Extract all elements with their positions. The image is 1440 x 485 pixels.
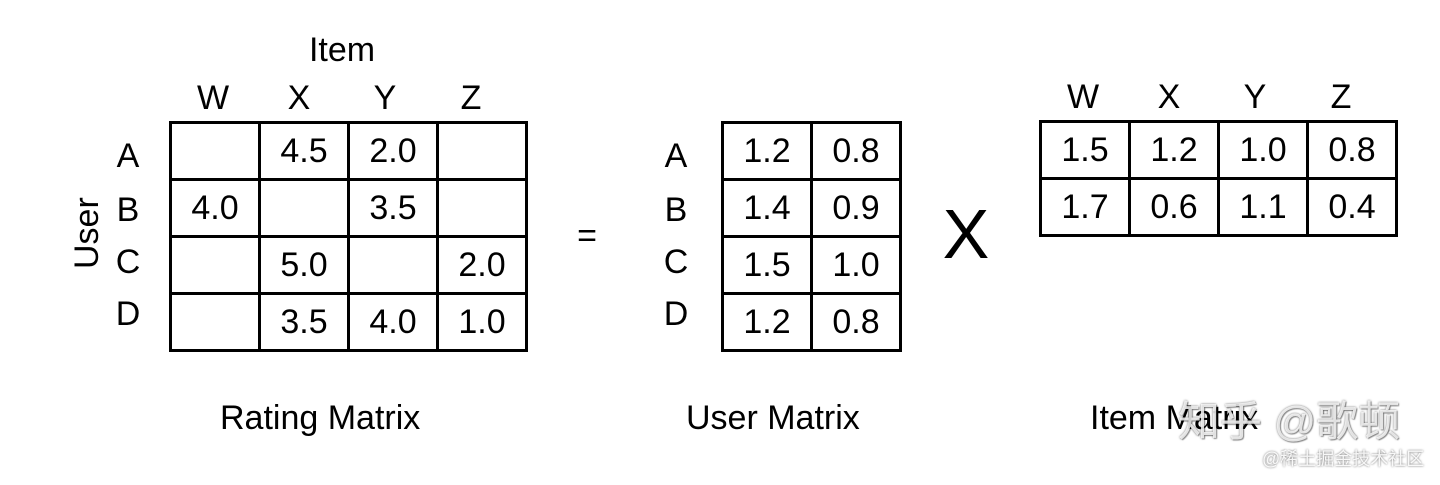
rating-col-header-z: Z (460, 79, 482, 117)
rating-cell-a-y: 2.0 (347, 121, 439, 181)
user-matrix-row-b: 1.4 0.9 (721, 178, 902, 238)
rating-matrix-row-b: 4.0 3.5 (169, 178, 528, 238)
item-col-header-z: Z (1330, 78, 1352, 116)
rating-cell-d-z: 1.0 (436, 292, 528, 352)
equals-sign: = (577, 217, 597, 255)
rating-cell-b-w: 4.0 (169, 178, 261, 238)
user-cell-d-1: 1.2 (721, 292, 813, 352)
rating-cell-a-x: 4.5 (258, 121, 350, 181)
user-axis-title: User (68, 197, 106, 269)
item-matrix-row-2: 1.7 0.6 1.1 0.4 (1039, 177, 1398, 237)
user-cell-d-2: 0.8 (810, 292, 902, 352)
multiply-sign: X (942, 195, 990, 273)
user-row-header-c: C (663, 243, 689, 281)
rating-cell-d-x: 3.5 (258, 292, 350, 352)
rating-cell-d-w (169, 292, 261, 352)
item-cell-2-x: 0.6 (1128, 177, 1220, 237)
user-row-header-a: A (664, 137, 688, 175)
user-matrix-row-c: 1.5 1.0 (721, 235, 902, 295)
user-row-header-d: D (663, 295, 689, 333)
item-matrix-row-1: 1.5 1.2 1.0 0.8 (1039, 120, 1398, 180)
rating-col-header-x: X (287, 79, 311, 117)
rating-matrix-caption: Rating Matrix (220, 399, 421, 437)
rating-col-header-y: Y (373, 79, 397, 117)
watermark-zhihu: 知乎 @歌顿 (1178, 398, 1401, 445)
item-cell-2-y: 1.1 (1217, 177, 1309, 237)
rating-row-header-b: B (116, 191, 140, 229)
rating-row-header-d: D (115, 295, 141, 333)
user-cell-c-2: 1.0 (810, 235, 902, 295)
item-cell-1-y: 1.0 (1217, 120, 1309, 180)
watermark-juejin: @稀土掘金技术社区 (1262, 449, 1425, 469)
item-matrix-caption: Item Matrix (1090, 399, 1259, 437)
rating-matrix-row-c: 5.0 2.0 (169, 235, 528, 295)
user-matrix-caption: User Matrix (686, 399, 860, 437)
rating-matrix-row-d: 3.5 4.0 1.0 (169, 292, 528, 352)
user-cell-b-1: 1.4 (721, 178, 813, 238)
rating-cell-c-w (169, 235, 261, 295)
rating-cell-c-y (347, 235, 439, 295)
rating-row-header-a: A (116, 137, 140, 175)
item-col-header-w: W (1066, 78, 1100, 116)
user-matrix-row-a: 1.2 0.8 (721, 121, 902, 181)
rating-cell-b-x (258, 178, 350, 238)
item-cell-2-z: 0.4 (1306, 177, 1398, 237)
rating-cell-a-z (436, 121, 528, 181)
rating-matrix-row-a: 4.5 2.0 (169, 121, 528, 181)
item-cell-1-z: 0.8 (1306, 120, 1398, 180)
user-cell-a-2: 0.8 (810, 121, 902, 181)
user-matrix-row-d: 1.2 0.8 (721, 292, 902, 352)
user-row-header-b: B (664, 191, 688, 229)
user-cell-a-1: 1.2 (721, 121, 813, 181)
item-col-header-y: Y (1243, 78, 1267, 116)
item-cell-1-x: 1.2 (1128, 120, 1220, 180)
rating-cell-b-y: 3.5 (347, 178, 439, 238)
rating-matrix: 4.5 2.0 4.0 3.5 5.0 2.0 3.5 4.0 1.0 (169, 121, 528, 352)
item-col-header-x: X (1157, 78, 1181, 116)
rating-cell-c-x: 5.0 (258, 235, 350, 295)
rating-col-header-w: W (196, 79, 230, 117)
rating-row-header-c: C (115, 243, 141, 281)
rating-cell-c-z: 2.0 (436, 235, 528, 295)
item-cell-2-w: 1.7 (1039, 177, 1131, 237)
item-axis-title: Item (308, 31, 376, 69)
user-matrix: 1.2 0.8 1.4 0.9 1.5 1.0 1.2 0.8 (721, 121, 902, 352)
rating-cell-d-y: 4.0 (347, 292, 439, 352)
user-cell-b-2: 0.9 (810, 178, 902, 238)
rating-cell-b-z (436, 178, 528, 238)
item-matrix: 1.5 1.2 1.0 0.8 1.7 0.6 1.1 0.4 (1039, 120, 1398, 237)
item-cell-1-w: 1.5 (1039, 120, 1131, 180)
rating-cell-a-w (169, 121, 261, 181)
user-cell-c-1: 1.5 (721, 235, 813, 295)
